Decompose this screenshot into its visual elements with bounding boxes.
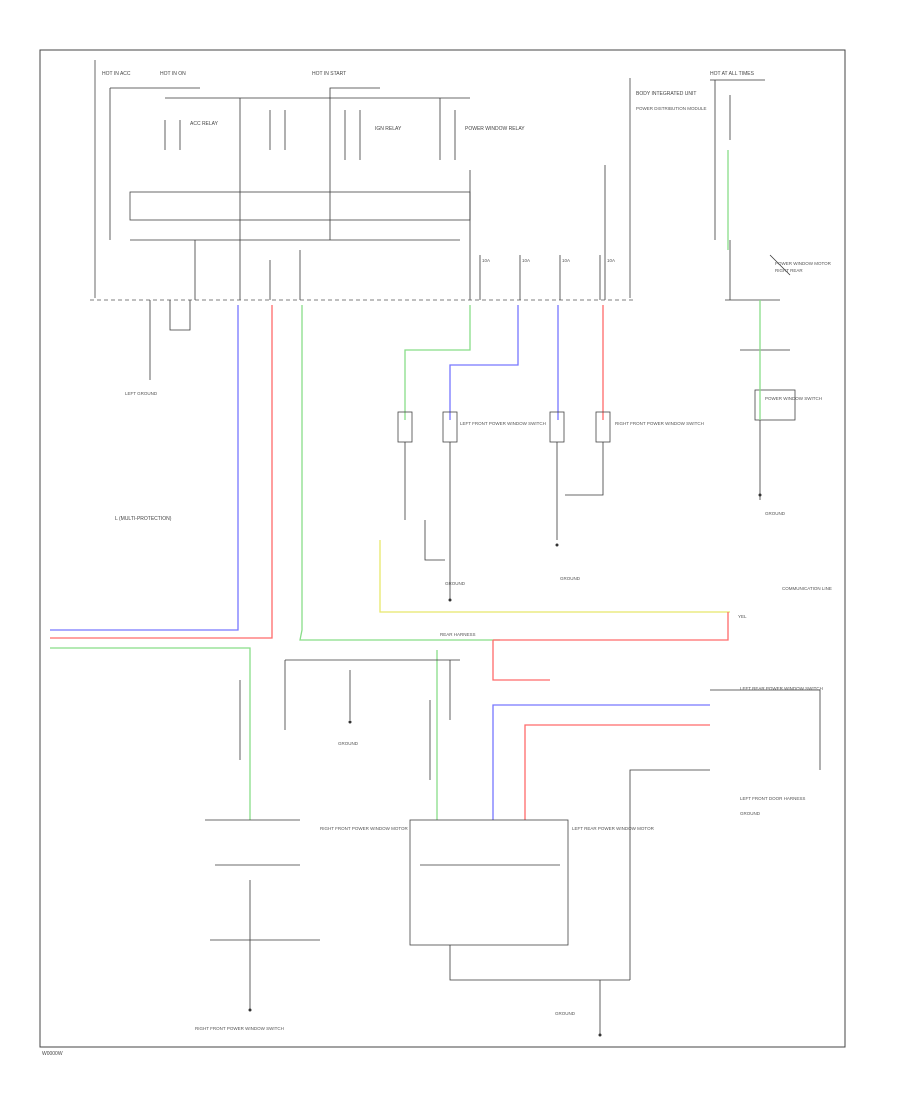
svg-text:COMMUNICATION LINE: COMMUNICATION LINE — [782, 586, 832, 591]
svg-text:10A: 10A — [522, 258, 530, 263]
svg-text:LEFT FRONT POWER WINDOW SWITCH: LEFT FRONT POWER WINDOW SWITCH — [460, 421, 546, 426]
svg-text:HOT IN ACC: HOT IN ACC — [102, 71, 131, 77]
svg-text:POWER DISTRIBUTION MODULE: POWER DISTRIBUTION MODULE — [636, 106, 707, 111]
rear-motor-block: GROUND — [239, 659, 460, 780]
lower-right-connector: LEFT REAR POWER WINDOW SWITCH LEFT FRONT… — [629, 686, 823, 980]
svg-text:GROUND: GROUND — [560, 576, 581, 581]
lower-center-box: LEFT REAR POWER WINDOW MOTOR GROUND — [409, 819, 655, 1037]
svg-text:L (MULTI-PROTECTION): L (MULTI-PROTECTION) — [115, 516, 172, 522]
svg-text:YEL: YEL — [738, 614, 747, 619]
svg-text:IGN RELAY: IGN RELAY — [375, 126, 402, 132]
svg-text:POWER WINDOW SWITCH: POWER WINDOW SWITCH — [765, 396, 822, 401]
svg-text:10A: 10A — [482, 258, 490, 263]
svg-text:10A: 10A — [562, 258, 570, 263]
svg-text:RIGHT REAR: RIGHT REAR — [775, 268, 803, 273]
svg-text:RIGHT FRONT POWER WINDOW MOTOR: RIGHT FRONT POWER WINDOW MOTOR — [320, 826, 408, 831]
svg-text:POWER WINDOW MOTOR: POWER WINDOW MOTOR — [775, 261, 832, 266]
svg-text:RIGHT FRONT POWER WINDOW SWITC: RIGHT FRONT POWER WINDOW SWITCH — [615, 421, 704, 426]
svg-text:REAR HARNESS: REAR HARNESS — [440, 632, 476, 637]
svg-text:HOT IN ON: HOT IN ON — [160, 71, 186, 77]
svg-text:HOT AT ALL TIMES: HOT AT ALL TIMES — [710, 71, 755, 77]
svg-text:LEFT GROUND: LEFT GROUND — [125, 391, 158, 396]
left-ground-circuit: LEFT GROUND L (MULTI-PROTECTION) — [115, 300, 191, 522]
body-integrated-unit: HOT IN ACC HOT IN ON HOT IN START ACC RE… — [90, 60, 707, 301]
top-right-block: HOT AT ALL TIMES — [710, 71, 796, 500]
svg-text:LEFT REAR POWER WINDOW MOTOR: LEFT REAR POWER WINDOW MOTOR — [572, 826, 655, 831]
svg-text:10A: 10A — [607, 258, 615, 263]
svg-text:RIGHT FRONT POWER WINDOW SWITC: RIGHT FRONT POWER WINDOW SWITCH — [195, 1026, 284, 1031]
svg-text:LEFT FRONT DOOR HARNESS: LEFT FRONT DOOR HARNESS — [740, 796, 805, 801]
lower-left-switch: RIGHT FRONT POWER WINDOW MOTOR RIGHT FRO… — [195, 819, 408, 1031]
svg-text:GROUND: GROUND — [765, 511, 786, 516]
svg-text:ACC RELAY: ACC RELAY — [190, 121, 219, 127]
svg-text:GROUND: GROUND — [338, 741, 359, 746]
svg-text:HOT IN START: HOT IN START — [312, 71, 346, 77]
svg-text:LEFT REAR POWER WINDOW SWITCH: LEFT REAR POWER WINDOW SWITCH — [740, 686, 823, 691]
main-wires — [50, 150, 761, 820]
svg-text:GROUND: GROUND — [555, 1011, 576, 1016]
svg-text:GROUND: GROUND — [740, 811, 761, 816]
svg-text:POWER WINDOW RELAY: POWER WINDOW RELAY — [465, 126, 525, 132]
svg-text:BODY INTEGRATED UNIT: BODY INTEGRATED UNIT — [636, 91, 696, 97]
center-switches: LEFT FRONT POWER WINDOW SWITCH RIGHT FRO… — [397, 261, 832, 602]
frame-code: W0000W — [42, 1051, 63, 1057]
diagram-frame — [39, 49, 846, 1048]
svg-text:GROUND: GROUND — [445, 581, 466, 586]
